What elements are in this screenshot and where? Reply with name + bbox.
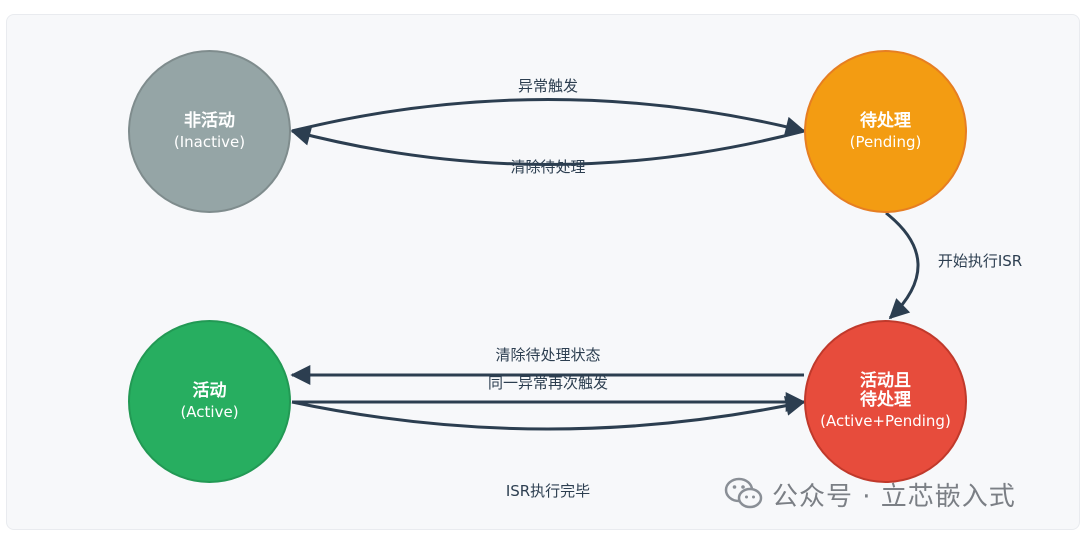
state-inactive: 非活动 (Inactive)	[128, 50, 291, 213]
state-pending: 待处理 (Pending)	[804, 50, 967, 213]
watermark-text: 公众号 · 立芯嵌入式	[772, 481, 1016, 512]
state-active-sub: (Active)	[180, 402, 239, 421]
state-active-pending-sub: (Active+Pending)	[820, 412, 951, 430]
arrow-active-to-active-pending-isr-done	[291, 395, 806, 431]
label-active-to-active-pending-isr-done: ISR执行完毕	[505, 482, 591, 500]
label-active-pending-to-active: 清除待处理状态	[495, 346, 601, 364]
state-pending-sub: (Pending)	[849, 132, 922, 151]
state-active-name: 活动	[192, 380, 227, 401]
label-inactive-to-pending: 异常触发	[517, 77, 579, 95]
state-inactive-name: 非活动	[184, 110, 235, 131]
arrow-pending-to-inactive	[290, 125, 805, 166]
label-pending-to-active-pending: 开始执行ISR	[937, 252, 1023, 270]
state-active-pending-name: 活动且 待处理	[860, 371, 911, 410]
state-active: 活动 (Active)	[128, 320, 291, 483]
label-pending-to-inactive: 清除待处理	[510, 158, 586, 176]
arrow-inactive-to-pending	[291, 98, 806, 137]
state-active-pending: 活动且 待处理 (Active+Pending)	[804, 320, 967, 483]
watermark: 公众号 · 立芯嵌入式	[724, 474, 1016, 514]
arrow-pending-to-active-pending	[885, 211, 920, 320]
label-active-to-active-pending-retrigger: 同一异常再次触发	[487, 374, 609, 392]
state-inactive-sub: (Inactive)	[173, 132, 246, 151]
state-pending-name: 待处理	[860, 110, 911, 131]
wechat-icon	[724, 477, 763, 509]
